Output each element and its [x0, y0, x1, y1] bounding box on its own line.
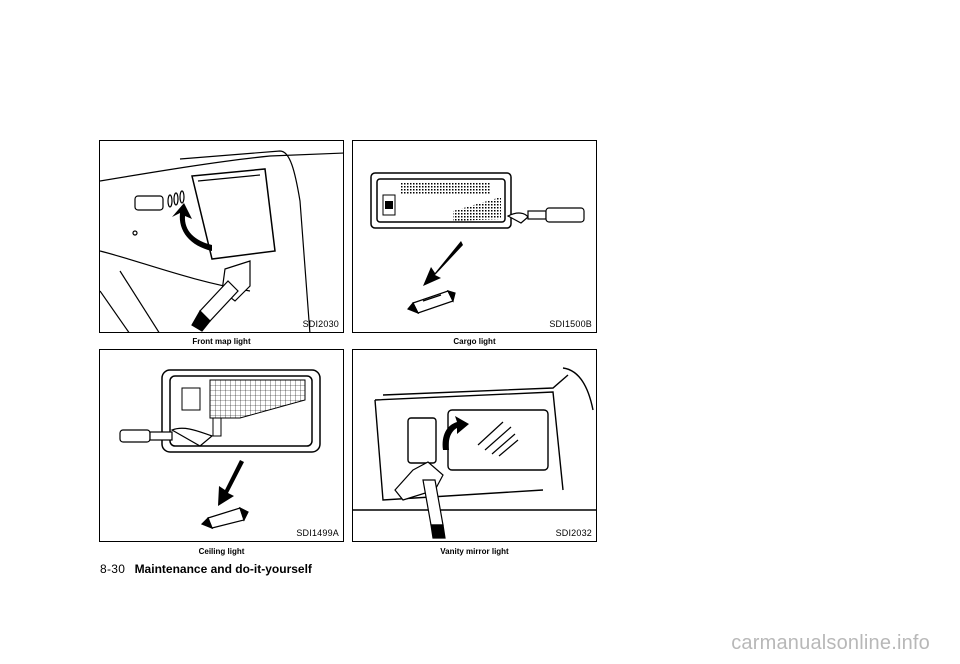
section-title: Maintenance and do-it-yourself	[134, 562, 312, 576]
figure-ceiling-light: SDI1499A	[99, 349, 344, 542]
figure-caption: Vanity mirror light	[440, 547, 509, 556]
vanity-mirror-light-illustration	[353, 367, 596, 539]
figure-caption: Front map light	[192, 337, 251, 346]
figure-caption: Cargo light	[453, 337, 496, 346]
figure-code: SDI1500B	[549, 319, 592, 329]
figure-caption: Ceiling light	[198, 547, 245, 556]
page-number: 8-30	[100, 562, 126, 576]
front-map-light-illustration	[100, 150, 343, 332]
page-footer: 8-30 Maintenance and do-it-yourself	[100, 562, 312, 576]
cargo-light-illustration	[370, 172, 585, 315]
figure-vanity-mirror-light: SDI2032	[352, 349, 597, 542]
watermark: carmanualsonline.info	[731, 632, 930, 654]
figure-code: SDI1499A	[296, 528, 339, 538]
figure-cargo-light: SDI1500B	[352, 140, 597, 333]
figure-code: SDI2030	[302, 319, 339, 329]
figure-code: SDI2032	[555, 528, 592, 538]
ceiling-light-illustration	[119, 369, 321, 530]
figure-front-map-light: SDI2030	[99, 140, 344, 333]
